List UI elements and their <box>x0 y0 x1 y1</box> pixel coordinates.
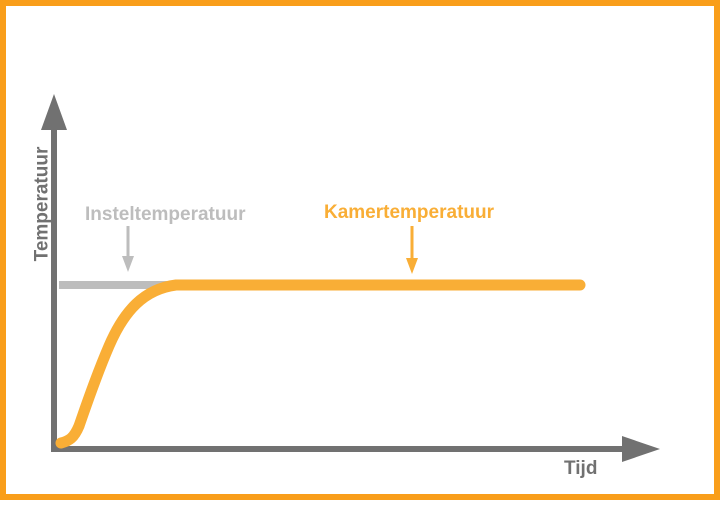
y-axis-arrowhead <box>41 94 67 130</box>
room-temperature-label: Kamertemperatuur <box>324 202 494 223</box>
temperature-diagram <box>41 94 660 462</box>
x-axis-arrowhead <box>622 436 660 462</box>
room-temperature-curve <box>55 279 586 449</box>
y-axis-label: Temperatuur <box>31 146 53 262</box>
setpoint-label: Insteltemperatuur <box>85 204 246 225</box>
setpoint-pointer-arrowhead <box>122 256 134 272</box>
room-pointer-arrowhead <box>406 258 418 274</box>
x-axis-label: Tijd <box>564 458 598 479</box>
